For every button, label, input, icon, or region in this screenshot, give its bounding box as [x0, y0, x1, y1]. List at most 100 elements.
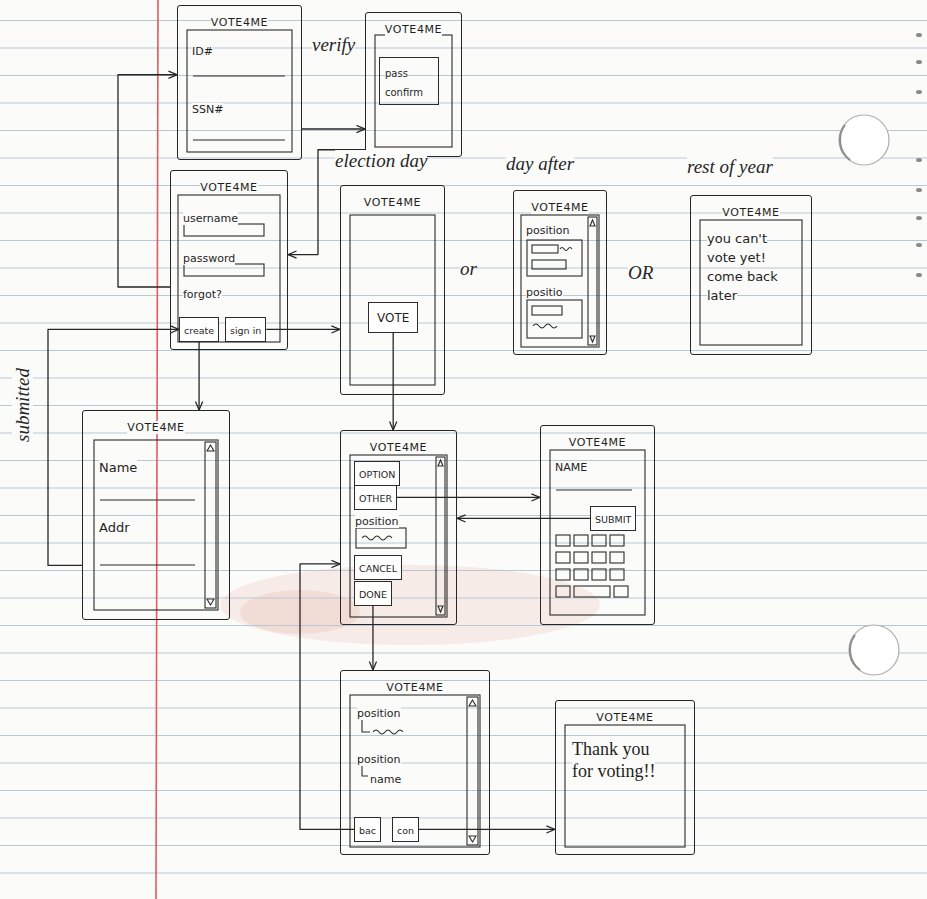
- button-box: sign in: [225, 317, 266, 342]
- scroll-arrow: [207, 445, 214, 451]
- flow-arrow: [372, 606, 373, 670]
- text-holder: pass confirm: [385, 62, 433, 100]
- flow-arrow: [118, 75, 177, 287]
- button-box: OPTION: [354, 461, 400, 486]
- text-holder: VOTE4ME: [541, 431, 654, 450]
- phone-screen: rest of yearVOTE4MEyou can't vote yet! c…: [690, 195, 812, 355]
- input-line: [193, 139, 285, 140]
- scroll-bar: [205, 442, 216, 608]
- text-holder: password: [183, 247, 235, 266]
- app-title: VOTE4ME: [531, 201, 588, 214]
- app-title: VOTE4ME: [200, 181, 257, 194]
- text-holder: bac: [359, 819, 376, 840]
- input-line: [100, 499, 195, 500]
- punch-hole: [849, 625, 899, 675]
- scroll-arrow: [438, 606, 443, 612]
- option-item: [532, 306, 562, 315]
- screen-text: name: [370, 773, 401, 786]
- screen-heading: election day: [335, 150, 427, 171]
- edge-mark: [916, 273, 922, 277]
- keyboard-key: [614, 586, 628, 597]
- screen-text: positio: [526, 286, 563, 299]
- keyboard-key: [592, 552, 606, 563]
- screen-frame: [350, 455, 447, 617]
- screen-text: position: [357, 753, 401, 766]
- button-box: OTHER: [354, 485, 397, 510]
- text-holder: NAME: [555, 456, 587, 475]
- text-holder: election day: [335, 150, 427, 173]
- button-label: pass confirm: [385, 68, 423, 98]
- button-label: create: [184, 325, 214, 336]
- phone-screen: VOTE4ME username password forgot? create sign…: [170, 170, 288, 350]
- text-holder: positio: [526, 281, 563, 300]
- scroll-arrow: [469, 700, 476, 706]
- squiggle: [560, 248, 572, 251]
- text-holder: position: [526, 219, 570, 238]
- text-holder: VOTE4ME: [556, 706, 694, 725]
- scroll-bar: [436, 457, 445, 615]
- phone-screen: VOTE4MENameAddr: [82, 410, 230, 620]
- screen-text: forgot?: [183, 288, 222, 301]
- flow-arrow: [397, 497, 540, 498]
- keyboard-key: [610, 569, 624, 580]
- text-holder: username: [183, 207, 238, 226]
- text-holder: rest of year: [687, 156, 773, 179]
- flow-arrow: [457, 518, 590, 519]
- text-holder: VOTE4ME: [341, 676, 489, 695]
- text-holder: forgot?: [183, 283, 222, 302]
- button-label: DONE: [359, 589, 387, 600]
- text-holder: VOTE4ME: [514, 196, 606, 215]
- text-holder: VOTE4ME: [341, 436, 456, 455]
- screen-frame: [187, 30, 292, 152]
- app-title: VOTE4ME: [596, 711, 653, 724]
- screen-text: username: [183, 212, 238, 225]
- connector-word: OR: [628, 262, 653, 283]
- text-holder: you can't vote yet! come back later: [707, 228, 791, 304]
- input-line: [100, 564, 195, 565]
- text-holder: SUBMIT: [595, 508, 631, 529]
- screen-frame: [565, 725, 685, 847]
- button-label: con: [397, 825, 414, 836]
- screen-frame: [350, 215, 435, 385]
- screen-text: SSN#: [192, 103, 223, 116]
- keyboard-key: [610, 535, 624, 546]
- squiggle: [362, 536, 392, 540]
- screen-text: position: [355, 515, 399, 528]
- text-holder: Name: [99, 457, 137, 476]
- button-label: OPTION: [359, 469, 395, 480]
- button-box: bac: [354, 817, 381, 842]
- button-label: bac: [359, 825, 376, 836]
- button-label: SUBMIT: [595, 514, 631, 525]
- keyboard-key: [574, 569, 588, 580]
- phone-screen: VOTE4MEID#SSN#: [177, 5, 302, 160]
- flow-arrow: [198, 342, 199, 410]
- edge-label: submitted: [12, 368, 33, 442]
- button-label: sign in: [230, 325, 261, 336]
- app-title: VOTE4ME: [722, 206, 779, 219]
- edge-label-holder: verify: [312, 34, 355, 57]
- text-holder: VOTE4ME: [171, 176, 287, 195]
- screen-text: NAME: [555, 461, 587, 474]
- button-box: CANCEL: [354, 555, 402, 580]
- input-field: [184, 224, 264, 236]
- app-title: VOTE4ME: [211, 16, 268, 29]
- option-box: [527, 300, 582, 338]
- scroll-arrow: [590, 220, 595, 226]
- button-label: VOTE: [377, 311, 409, 325]
- phone-screen: VOTE4ME position OPTION OTHER CANCEL DONE: [340, 430, 457, 625]
- phone-screen: VOTE4MEpass confirm: [365, 12, 462, 157]
- button-box: DONE: [354, 581, 392, 606]
- phone-screen: VOTE4MEpositionpositionnamebaccon: [340, 670, 490, 855]
- flow-arrow: [48, 329, 179, 565]
- text-holder: con: [397, 819, 414, 840]
- app-title: VOTE4ME: [569, 436, 626, 449]
- input-box: pass confirm: [379, 57, 439, 105]
- screen-frame: [178, 195, 280, 342]
- edge-label-holder: submitted: [12, 368, 35, 442]
- text-holder: day after: [506, 153, 574, 176]
- app-title: VOTE4ME: [364, 196, 421, 209]
- punch-hole: [839, 115, 889, 165]
- margin-line: [156, 0, 158, 899]
- phone-screen: VOTE4METhank you for voting!!: [555, 700, 695, 855]
